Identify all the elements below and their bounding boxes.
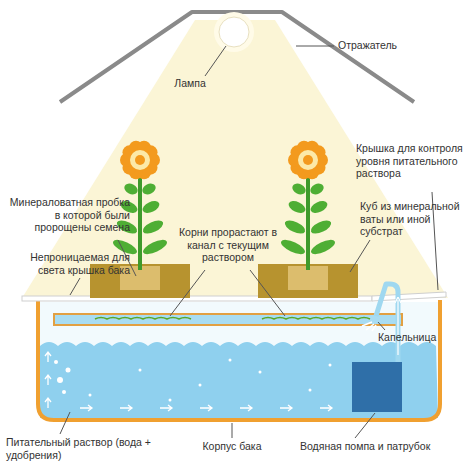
callout-label: Корпус бака [182,440,282,453]
leaf [141,182,158,197]
tank-air [40,302,438,418]
bubble [199,384,202,387]
leaf [141,237,169,257]
leaf [291,182,308,197]
callout-label: Корни прорастают в канал с текущим раств… [168,226,288,264]
water-pump [352,362,402,412]
bubble [169,399,172,402]
channel [54,314,402,325]
flower-center [298,150,318,170]
bubble [259,371,262,374]
roots [95,318,370,320]
flow-arrow [45,398,51,408]
lamp-glow [214,12,254,52]
tank-body [38,300,440,420]
callout-label: Водяная помпа и патрубок [300,440,468,453]
callout-label: Лампа [160,77,220,90]
bubble [139,369,142,372]
callout-label: Минераловатная пробка в которой были про… [6,196,130,234]
flower-core [303,155,313,165]
root [262,318,370,320]
leaf [283,218,307,236]
plants [90,141,358,298]
flow-arrow [80,405,92,411]
leaf [309,199,330,216]
leaf [141,218,165,236]
bubbles [54,359,332,402]
flow-arrows [45,317,400,411]
lamp [219,17,249,47]
bubble [66,368,71,373]
leaf [123,182,140,197]
bubble [329,364,332,367]
flower-center [130,150,150,170]
flow-arrow [45,352,51,362]
pipe-flow-arrow [397,300,398,355]
leaf [279,237,307,257]
bubble [229,359,232,362]
flow-arrow [200,405,212,411]
stem [306,175,310,270]
flower-core [135,155,145,165]
flow-arrow [45,375,51,385]
callout-label: Куб из минеральной ваты или иной субстра… [360,200,468,238]
callout-label: Питательный раствор (вода + удобрения) [6,436,156,461]
root [95,318,191,320]
flow-arrow [160,405,172,411]
bubble [62,390,66,394]
bubble [89,394,92,397]
flow-arrow [240,405,252,411]
stem [138,175,142,270]
leaf [309,182,326,197]
callout-label: Непроницаемая для света крышка бака [6,251,130,276]
nutrient-solution [40,342,438,418]
callout-label: Капельница [378,331,468,344]
flow-arrow [120,405,132,411]
leaf [309,218,333,236]
plant [258,141,358,298]
bubble [309,389,312,392]
leaf [287,199,308,216]
bubble [57,377,63,383]
leaf [141,199,162,216]
reflector [60,12,414,102]
flow-arrow [280,405,292,411]
leader-lines [60,46,438,438]
callout-label: Отражатель [338,39,448,52]
pump-pipe [376,284,398,362]
drip-lines [362,322,376,331]
leaf [309,237,337,257]
flow-arrow [320,405,332,411]
bubble [54,360,58,364]
callout-label: Крышка для контроля уровня питательного … [356,142,468,180]
